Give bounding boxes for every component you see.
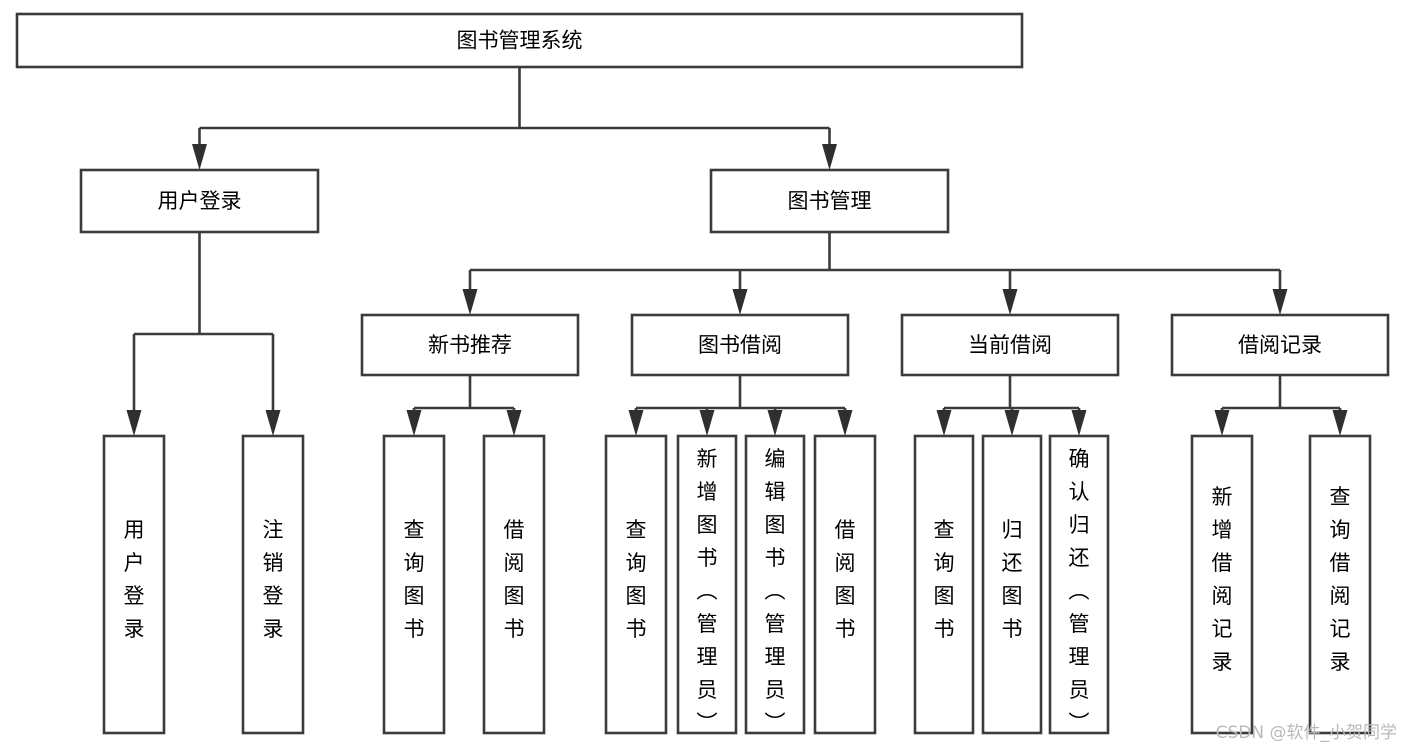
arrow-head-icon (1214, 410, 1230, 436)
connector-borrow-to-leaves (628, 375, 853, 436)
leaf-label: 用户登录 (124, 518, 145, 641)
leaf-label: 查询图书 (404, 518, 425, 641)
node-label: 图书管理系统 (457, 29, 583, 53)
leaf-label: 查询借阅记录 (1330, 485, 1351, 674)
leaf-box[interactable] (102, 434, 166, 735)
leaf-label: 注销登录 (263, 518, 284, 641)
arrow-head-icon (732, 289, 748, 315)
arrow-head-icon (265, 410, 281, 436)
arrow-head-icon (1002, 289, 1018, 315)
node-box[interactable] (15, 12, 1024, 69)
leaf-node-leaf-confirm-return[interactable]: 确认归还︵管理员︶ (1048, 434, 1110, 735)
arrow-head-icon (506, 410, 522, 436)
arrow-head-icon (192, 144, 207, 170)
leaf-node-leaf-logout[interactable]: 注销登录 (241, 434, 305, 735)
leaf-label: 新增图书︵管理员︶ (697, 447, 718, 735)
connector-root-to-level2 (192, 67, 837, 170)
arrow-head-icon (1272, 289, 1288, 315)
leaf-node-leaf-query-record[interactable]: 查询借阅记录 (1308, 434, 1372, 735)
leaf-box[interactable] (482, 434, 546, 735)
connector-layer (126, 67, 1348, 436)
leaf-node-leaf-query-book-new[interactable]: 查询图书 (382, 434, 446, 735)
leaf-box[interactable] (604, 434, 668, 735)
node-book-borrow[interactable]: 图书借阅 (630, 313, 850, 377)
node-box[interactable] (709, 168, 950, 234)
leaf-box[interactable] (1048, 434, 1110, 735)
arrow-head-icon (822, 144, 837, 170)
connector-newbook-to-leaves (406, 375, 522, 436)
leaf-node-leaf-return-book[interactable]: 归还图书 (981, 434, 1043, 735)
leaf-label: 借阅图书 (504, 518, 525, 641)
connector-record-to-leaves (1214, 375, 1348, 436)
csdn-watermark: CSDN @软件_小贺同学 (1215, 723, 1397, 743)
arrow-head-icon (1071, 410, 1087, 436)
leaf-node-leaf-query-book-borrow[interactable]: 查询图书 (604, 434, 668, 735)
node-box[interactable] (630, 313, 850, 377)
leaf-label: 新增借阅记录 (1212, 485, 1233, 674)
node-current-borrow[interactable]: 当前借阅 (900, 313, 1120, 377)
node-box[interactable] (900, 313, 1120, 377)
node-box[interactable] (1170, 313, 1390, 377)
leaf-label: 确认归还︵管理员︶ (1069, 447, 1090, 735)
arrow-head-icon (126, 410, 142, 436)
leaf-node-leaf-borrow-book[interactable]: 借阅图书 (813, 434, 877, 735)
leaf-box[interactable] (1308, 434, 1372, 735)
arrow-head-icon (462, 289, 478, 315)
node-layer: 图书管理系统用户登录图书管理新书推荐图书借阅当前借阅借阅记录用户登录注销登录查询… (15, 12, 1390, 735)
connector-current-to-leaves (936, 375, 1087, 436)
node-label: 图书管理 (788, 189, 872, 213)
node-box[interactable] (79, 168, 320, 234)
leaf-box[interactable] (744, 434, 806, 735)
leaf-node-leaf-borrow-book-new[interactable]: 借阅图书 (482, 434, 546, 735)
leaf-box[interactable] (676, 434, 738, 735)
leaf-node-leaf-user-login[interactable]: 用户登录 (102, 434, 166, 735)
connector-userlogin-to-leaves (126, 232, 281, 436)
arrow-head-icon (406, 410, 422, 436)
leaf-node-leaf-add-record[interactable]: 新增借阅记录 (1190, 434, 1254, 735)
leaf-box[interactable] (813, 434, 877, 735)
leaf-label: 查询图书 (934, 518, 955, 641)
node-label: 用户登录 (158, 189, 242, 213)
node-root[interactable]: 图书管理系统 (15, 12, 1024, 69)
leaf-box[interactable] (382, 434, 446, 735)
leaf-label: 查询图书 (626, 518, 647, 641)
arrow-head-icon (936, 410, 952, 436)
leaf-label: 归还图书 (1002, 518, 1023, 641)
node-box[interactable] (360, 313, 580, 377)
arrow-head-icon (699, 410, 715, 436)
node-label: 图书借阅 (698, 333, 782, 357)
leaf-node-leaf-add-book[interactable]: 新增图书︵管理员︶ (676, 434, 738, 735)
arrow-head-icon (1332, 410, 1348, 436)
arrow-head-icon (837, 410, 853, 436)
connector-bookmanage-to-level3 (462, 232, 1288, 315)
leaf-label: 借阅图书 (835, 518, 856, 641)
leaf-box[interactable] (241, 434, 305, 735)
node-label: 当前借阅 (968, 333, 1052, 357)
leaf-node-leaf-edit-book[interactable]: 编辑图书︵管理员︶ (744, 434, 806, 735)
node-label: 新书推荐 (428, 333, 512, 357)
node-new-book-recommend[interactable]: 新书推荐 (360, 313, 580, 377)
node-user-login[interactable]: 用户登录 (79, 168, 320, 234)
leaf-box[interactable] (913, 434, 975, 735)
arrow-head-icon (767, 410, 783, 436)
node-borrow-record[interactable]: 借阅记录 (1170, 313, 1390, 377)
node-label: 借阅记录 (1238, 333, 1322, 357)
arrow-head-icon (1004, 410, 1020, 436)
leaf-box[interactable] (1190, 434, 1254, 735)
arrow-head-icon (628, 410, 644, 436)
leaf-box[interactable] (981, 434, 1043, 735)
leaf-node-leaf-query-book-cur[interactable]: 查询图书 (913, 434, 975, 735)
node-book-manage[interactable]: 图书管理 (709, 168, 950, 234)
leaf-label: 编辑图书︵管理员︶ (765, 447, 786, 735)
